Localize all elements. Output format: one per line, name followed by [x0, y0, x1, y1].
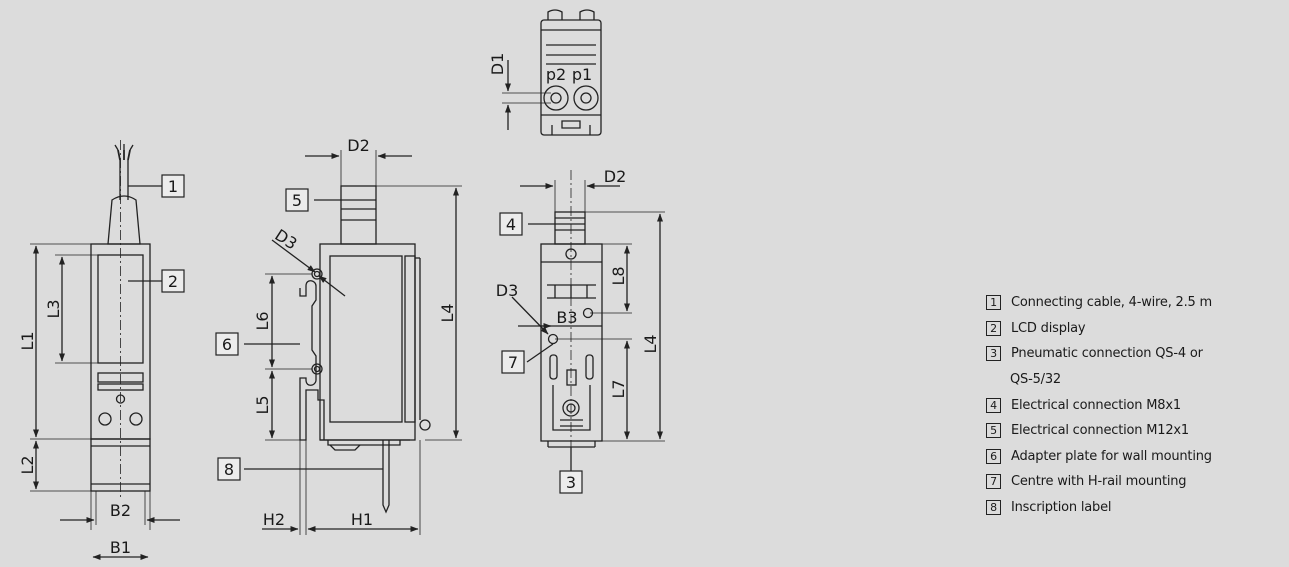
dim-D3-side: D3 — [271, 225, 300, 253]
dim-H2: H2 — [263, 510, 285, 529]
legend: 1 Connecting cable, 4-wire, 2.5 m 2 LCD di… — [986, 290, 1289, 520]
legend-number: 1 — [986, 295, 1001, 311]
legend-text: Electrical connection M8x1 — [1011, 397, 1181, 413]
dim-L4-side: L4 — [438, 303, 457, 322]
dim-B3: B3 — [556, 308, 577, 327]
legend-text: Adapter plate for wall mounting — [1011, 448, 1212, 464]
legend-number: 3 — [986, 346, 1001, 362]
dim-D2-back: D2 — [604, 167, 627, 186]
legend-text: Inscription label — [1011, 500, 1112, 516]
dim-L1: L1 — [18, 331, 37, 350]
legend-text: QS-5/32 — [1010, 372, 1061, 388]
callout-numbers: 1 2 3 4 5 6 7 8 — [168, 177, 576, 492]
dim-L8: L8 — [609, 266, 628, 285]
legend-number: 5 — [986, 423, 1001, 439]
legend-number: 7 — [986, 474, 1001, 490]
callout-3: 3 — [566, 473, 576, 492]
callout-5: 5 — [292, 191, 302, 210]
legend-number: 2 — [986, 320, 1001, 336]
legend-item-7: 7 Centre with H-rail mounting — [986, 469, 1289, 495]
callout-4: 4 — [506, 215, 516, 234]
front-view — [30, 140, 180, 560]
side-view — [244, 150, 462, 535]
dim-L3: L3 — [44, 299, 63, 318]
legend-item-5: 5 Electrical connection M12x1 — [986, 418, 1289, 444]
legend-item-3-continued: QS-5/32 — [986, 367, 1289, 393]
legend-item-8: 8 Inscription label — [986, 495, 1289, 521]
dim-L7: L7 — [609, 379, 628, 398]
dimension-labels: L1 L2 L3 B2 B1 D2 D3 L4 L6 L5 H2 H1 D1 p… — [18, 53, 660, 557]
legend-item-3: 3 Pneumatic connection QS-4 or — [986, 341, 1289, 367]
legend-number: 8 — [986, 500, 1001, 516]
dim-D3-back: D3 — [496, 281, 519, 300]
callout-1: 1 — [168, 177, 178, 196]
dim-L6: L6 — [253, 311, 272, 330]
callout-2: 2 — [168, 272, 178, 291]
port-p2: p2 — [546, 65, 566, 84]
legend-text: Electrical connection M12x1 — [1011, 423, 1189, 439]
legend-item-2: 2 LCD display — [986, 316, 1289, 342]
dim-H1: H1 — [351, 510, 373, 529]
legend-item-1: 1 Connecting cable, 4-wire, 2.5 m — [986, 290, 1289, 316]
callout-8: 8 — [224, 460, 234, 479]
dim-L4-back: L4 — [641, 334, 660, 353]
dim-L2: L2 — [18, 455, 37, 474]
legend-item-6: 6 Adapter plate for wall mounting — [986, 444, 1289, 470]
callout-6: 6 — [222, 335, 232, 354]
legend-text: Pneumatic connection QS-4 or — [1011, 346, 1203, 362]
legend-text: Centre with H-rail mounting — [1011, 474, 1187, 490]
back-view — [511, 170, 665, 471]
top-view — [502, 9, 602, 136]
legend-text: LCD display — [1011, 320, 1086, 336]
port-p1: p1 — [572, 65, 592, 84]
dim-D1: D1 — [488, 53, 507, 76]
dim-B1: B1 — [110, 538, 131, 557]
legend-number: 4 — [986, 397, 1001, 413]
legend-number: 6 — [986, 448, 1001, 464]
dim-B2: B2 — [110, 501, 131, 520]
dim-L5: L5 — [253, 395, 272, 414]
dim-D2-side: D2 — [347, 136, 370, 155]
legend-item-4: 4 Electrical connection M8x1 — [986, 392, 1289, 418]
legend-text: Connecting cable, 4-wire, 2.5 m — [1011, 295, 1213, 311]
callout-boxes — [161, 174, 583, 494]
callout-7: 7 — [508, 353, 518, 372]
